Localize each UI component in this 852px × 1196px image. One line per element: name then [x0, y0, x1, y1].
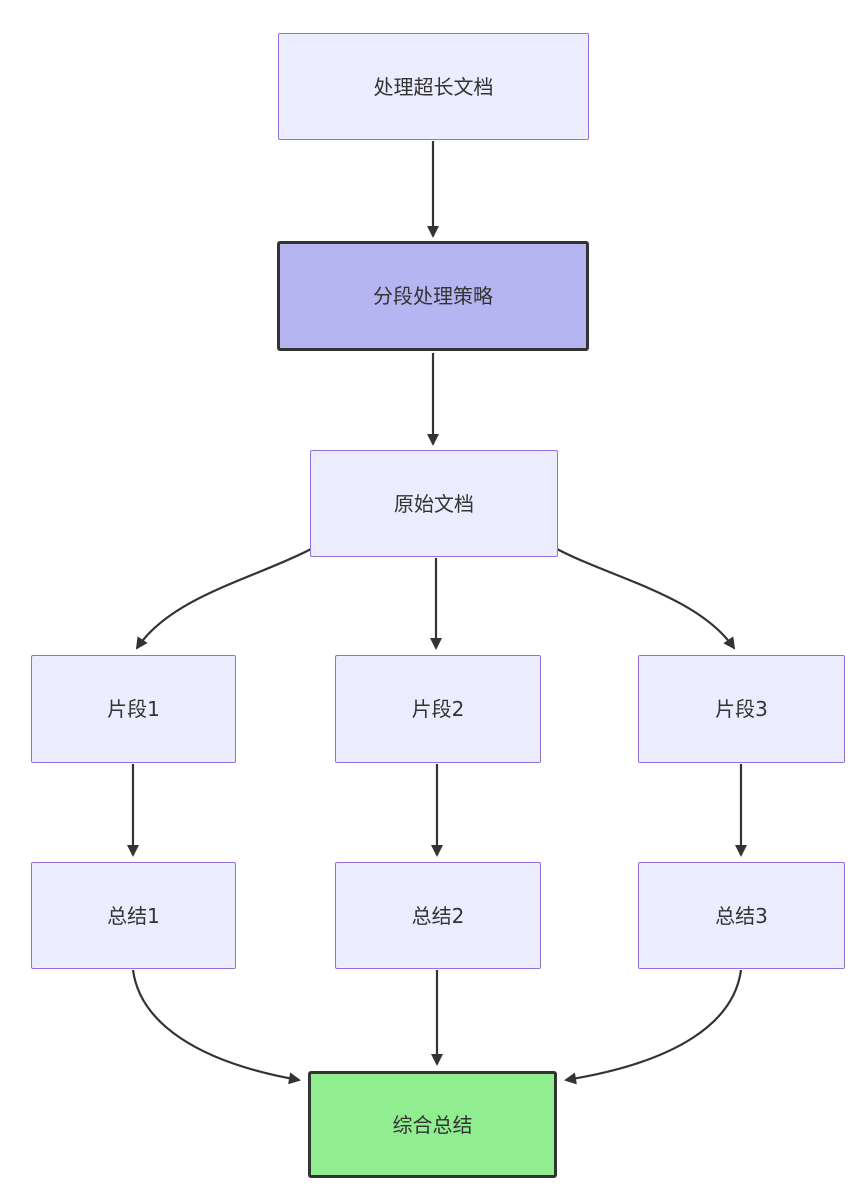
edge-e3-f [564, 969, 743, 1085]
node-label: 总结2 [411, 903, 465, 928]
node-label: 原始文档 [394, 491, 474, 516]
node-segment-strategy: 分段处理策略 [277, 241, 589, 351]
node-label: 总结1 [107, 903, 160, 928]
node-summary-1: 总结1 [31, 862, 236, 969]
node-summary-3: 总结3 [638, 862, 845, 969]
edge-c-d3 [556, 548, 736, 650]
node-original-document: 原始文档 [310, 450, 558, 557]
node-label: 总结3 [715, 903, 768, 928]
node-label: 片段2 [411, 697, 465, 721]
node-label: 片段3 [715, 697, 768, 721]
node-fragment-1: 片段1 [31, 655, 236, 763]
node-label: 综合总结 [392, 1112, 473, 1137]
edge-e1-f [131, 969, 301, 1085]
node-fragment-2: 片段2 [335, 655, 541, 763]
node-label: 分段处理策略 [373, 284, 493, 308]
node-label: 片段1 [107, 697, 160, 721]
edge-c-d1 [135, 548, 312, 650]
node-summary-2: 总结2 [335, 862, 541, 969]
node-fragment-3: 片段3 [638, 655, 845, 763]
node-combined-summary: 综合总结 [308, 1071, 557, 1178]
node-process-long-document: 处理超长文档 [278, 33, 589, 140]
node-label: 处理超长文档 [373, 74, 494, 99]
